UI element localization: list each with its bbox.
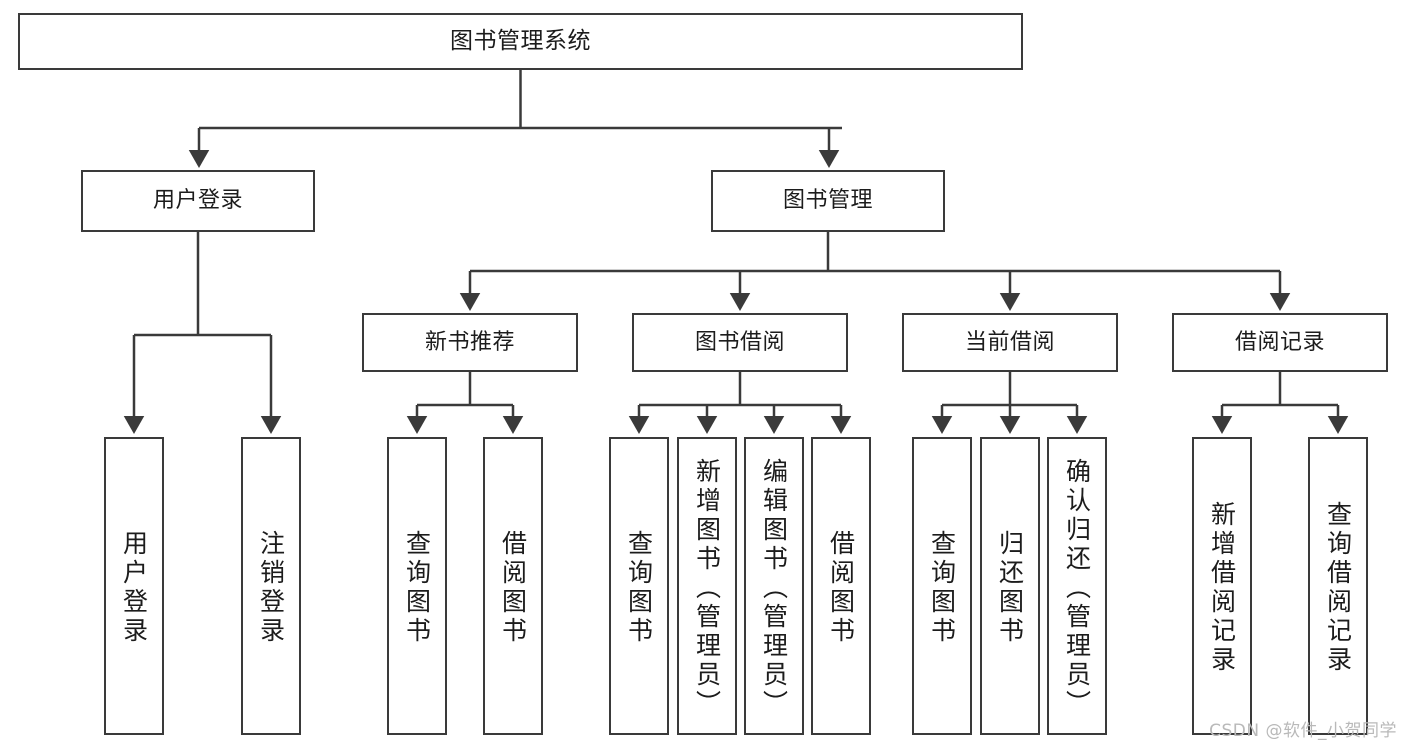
node-label: 当前借阅 [964, 329, 1055, 355]
node-new-book-recommendation[interactable]: 新书推荐 [362, 313, 578, 372]
node-label: 归还图书 [995, 530, 1025, 646]
leaf-new-book-borrow-books[interactable]: 借阅图书 [483, 437, 543, 735]
node-label: 编辑图书（管理员） [759, 457, 789, 719]
leaf-record-query-borrow-record[interactable]: 查询借阅记录 [1308, 437, 1368, 735]
node-label: 借阅记录 [1234, 329, 1325, 355]
node-label: 查询图书 [624, 530, 654, 646]
leaf-user-login[interactable]: 用户登录 [104, 437, 164, 735]
node-user-login[interactable]: 用户登录 [81, 170, 315, 232]
leaf-new-book-query-books[interactable]: 查询图书 [387, 437, 447, 735]
node-label: 查询图书 [402, 530, 432, 646]
node-label: 注销登录 [256, 530, 286, 646]
node-borrowing-records[interactable]: 借阅记录 [1172, 313, 1388, 372]
node-label: 图书借阅 [694, 329, 785, 355]
node-label: 确认归还（管理员） [1062, 457, 1092, 719]
node-label: 图书管理系统 [450, 28, 591, 55]
node-book-management[interactable]: 图书管理 [711, 170, 945, 232]
node-root-book-management-system[interactable]: 图书管理系统 [18, 13, 1023, 70]
leaf-borrow-add-book-admin[interactable]: 新增图书（管理员） [677, 437, 737, 735]
node-label: 查询图书 [927, 530, 957, 646]
node-label: 用户登录 [152, 188, 243, 214]
node-label: 用户登录 [119, 530, 149, 646]
leaf-current-confirm-return-admin[interactable]: 确认归还（管理员） [1047, 437, 1107, 735]
leaf-logout[interactable]: 注销登录 [241, 437, 301, 735]
node-label: 查询借阅记录 [1323, 501, 1353, 675]
node-label: 新增借阅记录 [1207, 501, 1237, 675]
leaf-borrow-edit-book-admin[interactable]: 编辑图书（管理员） [744, 437, 804, 735]
node-label: 借阅图书 [826, 530, 856, 646]
node-current-borrowing[interactable]: 当前借阅 [902, 313, 1118, 372]
node-book-borrowing[interactable]: 图书借阅 [632, 313, 848, 372]
leaf-current-return-books[interactable]: 归还图书 [980, 437, 1040, 735]
node-label: 新书推荐 [424, 329, 515, 355]
node-label: 新增图书（管理员） [692, 457, 722, 719]
node-label: 图书管理 [782, 188, 873, 214]
leaf-record-add-borrow-record[interactable]: 新增借阅记录 [1192, 437, 1252, 735]
node-label: 借阅图书 [498, 530, 528, 646]
watermark-text: CSDN @软件_小贺同学 [1209, 721, 1397, 741]
leaf-borrow-borrow-books[interactable]: 借阅图书 [811, 437, 871, 735]
leaf-borrow-query-books[interactable]: 查询图书 [609, 437, 669, 735]
leaf-current-query-books[interactable]: 查询图书 [912, 437, 972, 735]
